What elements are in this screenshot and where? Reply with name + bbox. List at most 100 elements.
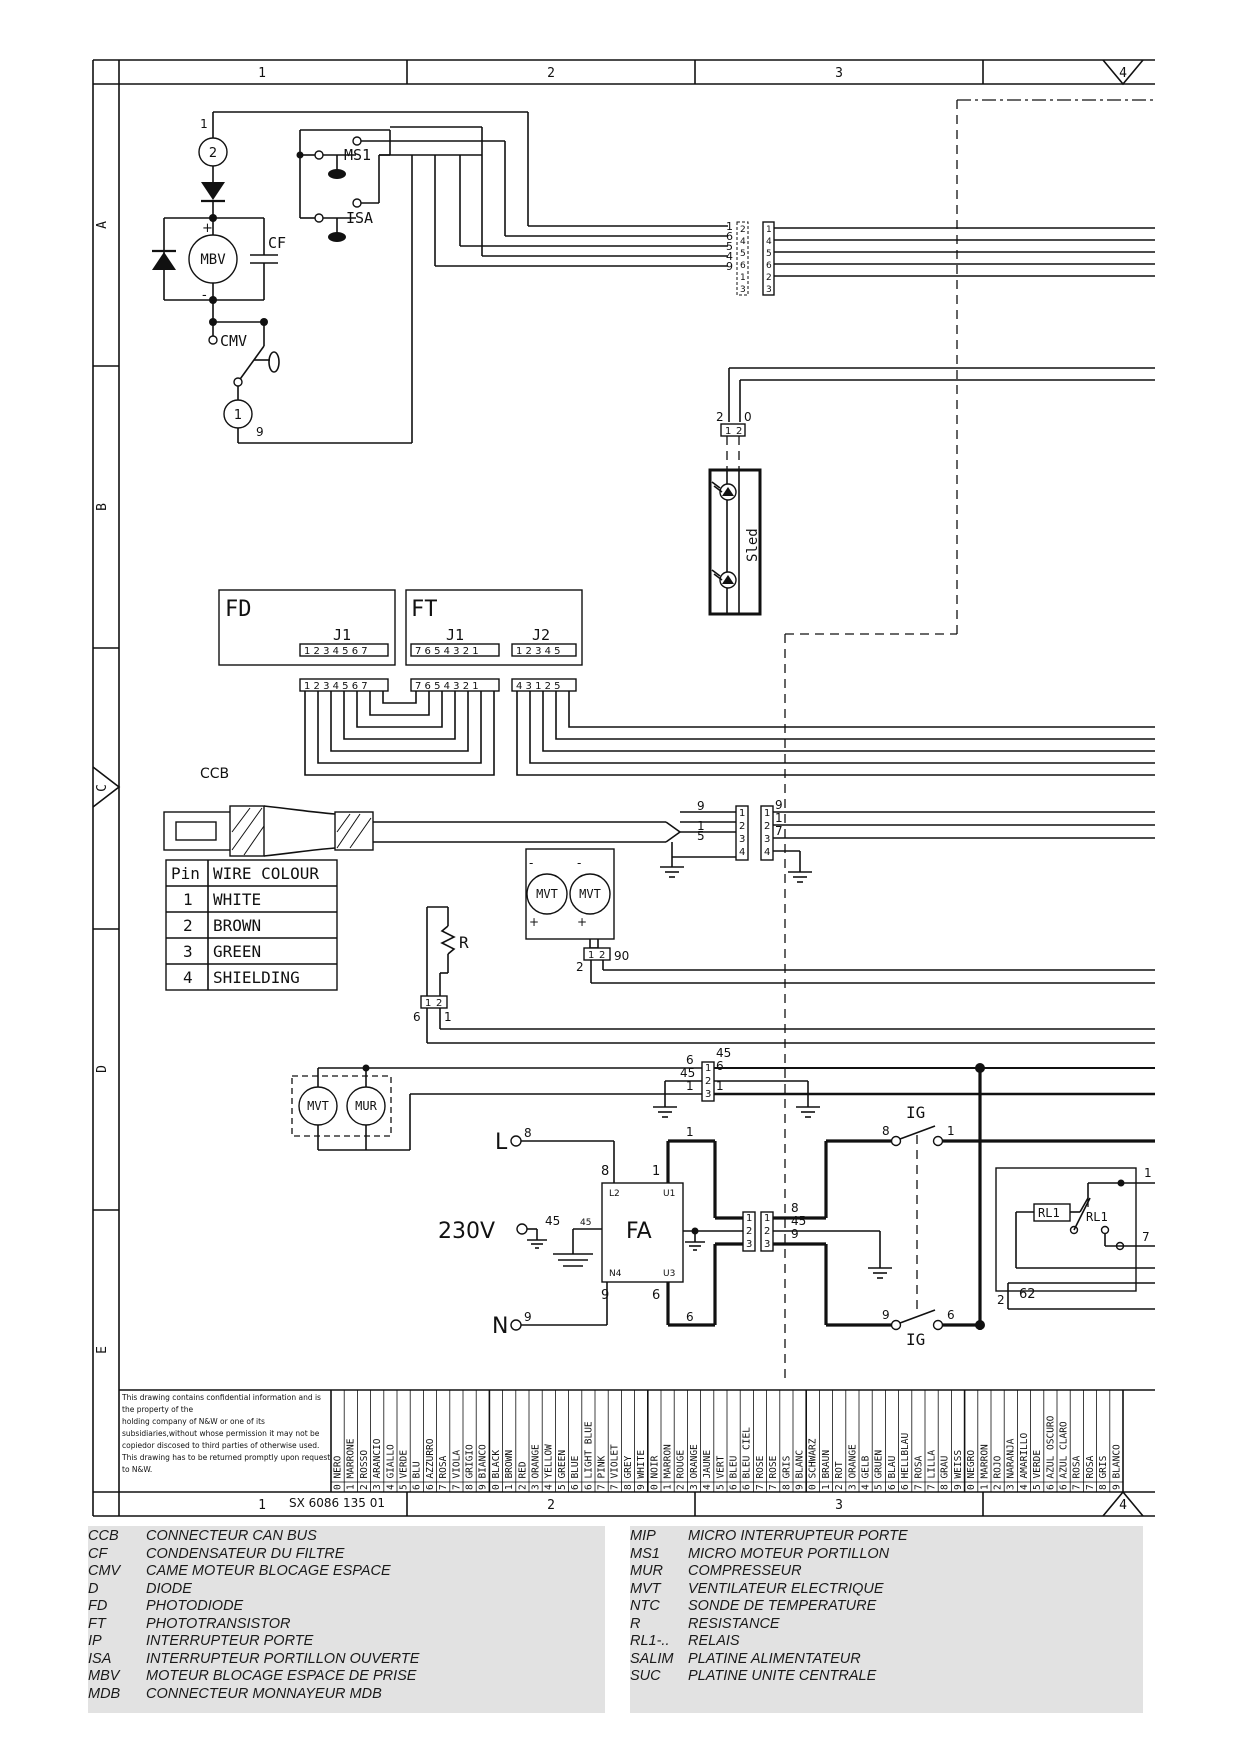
colour-code-entry: 7 VIOLET <box>610 1444 621 1490</box>
colour-code-entry: 4 GIALLO <box>385 1444 396 1490</box>
legend-desc: MICRO MOTEUR PORTILLON <box>688 1545 890 1562</box>
rl1-coil-label: RL1 <box>1038 1206 1060 1220</box>
legend-code: MS1 <box>630 1545 660 1562</box>
ig-bottom-label: IG <box>906 1330 925 1349</box>
confidential-line: subsidiaries,without whose permission it… <box>122 1429 320 1438</box>
column-label-3-bottom: 3 <box>835 1498 843 1513</box>
colour-code-entry: 3 ORANGE <box>847 1444 858 1490</box>
colour-code-entry: 6 LIGHT BLUE <box>583 1421 594 1490</box>
svg-text:6: 6 <box>726 230 733 243</box>
legend-item: RL1-..RELAIS <box>630 1633 1143 1651</box>
colour-code-entry: 8 GREY <box>623 1455 634 1490</box>
svg-text:1 2 3 4 5: 1 2 3 4 5 <box>516 646 561 657</box>
n-terminal-label: N <box>492 1314 508 1339</box>
svg-text:-: - <box>202 288 207 303</box>
svg-text:8: 8 <box>524 1126 532 1140</box>
svg-text:45: 45 <box>716 1046 731 1060</box>
fd-j1-label: J1 <box>333 626 351 644</box>
fa-filter-circuit: L 8 8 N 9 9 230V 45 FA L2 U1 N4 U3 45 1 <box>438 1125 892 1339</box>
legend-item: MS1 MICRO MOTEUR PORTILLON <box>630 1546 1143 1564</box>
legend-code: D <box>88 1580 99 1597</box>
legend-code: ISA <box>88 1650 112 1667</box>
ft-board: FT J1 J2 7 6 5 4 3 2 1 1 2 3 4 5 <box>405 589 583 666</box>
svg-text:2: 2 <box>716 410 724 424</box>
svg-text:1: 1 <box>725 426 731 437</box>
colour-code-entry: 2 ROT <box>834 1461 845 1490</box>
legend-desc: INTERRUPTEUR PORTILLON OUVERTE <box>146 1650 420 1667</box>
colour-code-entry: 7 ROSE <box>755 1455 766 1490</box>
colour-code-entry: 9 BLANC <box>795 1450 806 1490</box>
legend-code: SALIM <box>630 1650 674 1667</box>
svg-text:1: 1 <box>746 1213 752 1224</box>
colour-code-entry: 7 ROSE <box>768 1455 779 1490</box>
svg-text:6: 6 <box>947 1308 955 1322</box>
row-label-d: D <box>95 1065 110 1073</box>
ccb-row-pin: 4 <box>183 968 193 987</box>
svg-text:1: 1 <box>716 1079 724 1093</box>
colour-code-entry: 3 ORANGE <box>531 1444 542 1490</box>
legend-code: SUC <box>630 1668 661 1684</box>
colour-code-entry: 0 NOIR <box>649 1455 660 1490</box>
ccb-label: CCB <box>200 766 229 782</box>
legend-desc: CONNECTEUR MONNAYEUR MDB <box>146 1685 382 1702</box>
colour-code-entry: 0 BLACK <box>491 1450 502 1490</box>
svg-text:1 2 3 4 5 6 7: 1 2 3 4 5 6 7 <box>304 681 368 692</box>
colour-code-entry: 6 HELLBLAU <box>900 1433 911 1490</box>
legend-code: NTC <box>630 1598 660 1614</box>
l-terminal-label: L <box>495 1130 508 1155</box>
ccb-table-header-colour: WIRE COLOUR <box>213 864 319 883</box>
legend-code: MBV <box>88 1668 120 1684</box>
svg-text:2: 2 <box>740 225 746 235</box>
svg-text:-: - <box>577 856 581 870</box>
colour-code-entry: 2 RED <box>517 1461 528 1490</box>
colour-code-entry: 3 ARANCIO <box>372 1438 383 1490</box>
colour-code-entry: 6 AZZURRO <box>425 1438 436 1490</box>
legend-desc: VENTILATEUR ELECTRIQUE <box>688 1580 884 1597</box>
svg-text:1: 1 <box>1144 1166 1152 1180</box>
svg-text:1: 1 <box>764 808 770 819</box>
svg-text:1: 1 <box>425 998 431 1009</box>
column-label-4: 4 <box>1119 66 1127 81</box>
svg-text:9: 9 <box>775 798 783 812</box>
mvt-2-label: MVT <box>579 887 601 901</box>
colour-code-entry: 5 VERT <box>715 1455 726 1490</box>
ft-j1-label: J1 <box>446 626 464 644</box>
svg-text:7 6 5 4 3 2 1: 7 6 5 4 3 2 1 <box>415 681 479 692</box>
svg-text:2: 2 <box>766 273 772 283</box>
mvt-1-label: MVT <box>536 887 558 901</box>
svg-text:45: 45 <box>680 1066 695 1080</box>
colour-code-entry: 6 BLAU <box>887 1455 898 1490</box>
isa-label: ISA <box>346 209 373 227</box>
colour-code-entry: 6 BLUE <box>570 1455 581 1490</box>
colour-code-entry: 1 MARRONE <box>346 1438 357 1490</box>
svg-text:4: 4 <box>739 847 745 858</box>
fa-45-pin: 45 <box>580 1218 591 1228</box>
svg-text:7: 7 <box>775 824 783 838</box>
ccb-row-colour: GREEN <box>213 942 261 961</box>
svg-text:3: 3 <box>746 1239 752 1250</box>
svg-text:1: 1 <box>775 811 783 825</box>
230v-label: 230V <box>438 1219 495 1244</box>
colour-code-entry: 7 VIOLA <box>451 1450 462 1490</box>
sled-led-assembly: 2 0 1 2 Sled <box>708 367 1155 616</box>
legend-desc: PLATINE ALIMENTATEUR <box>688 1650 861 1667</box>
svg-text:+: + <box>577 915 587 929</box>
svg-text:5: 5 <box>740 249 746 259</box>
svg-text:1: 1 <box>726 220 733 233</box>
legend-desc: MICRO INTERRUPTEUR PORTE <box>688 1528 908 1544</box>
fd-ft-harness: 1 2 3 4 5 6 7 7 6 5 4 3 2 1 4 3 1 2 5 <box>299 678 1155 776</box>
confidential-line: This drawing contains confidential infor… <box>121 1393 321 1402</box>
svg-text:1: 1 <box>766 225 772 235</box>
svg-text:4: 4 <box>726 250 733 263</box>
svg-text:8: 8 <box>791 1201 799 1215</box>
colour-code-entry: 8 GRAU <box>940 1455 951 1490</box>
svg-text:6: 6 <box>686 1310 694 1324</box>
mbv-label: MBV <box>200 252 226 268</box>
svg-text:2: 2 <box>746 1226 752 1237</box>
